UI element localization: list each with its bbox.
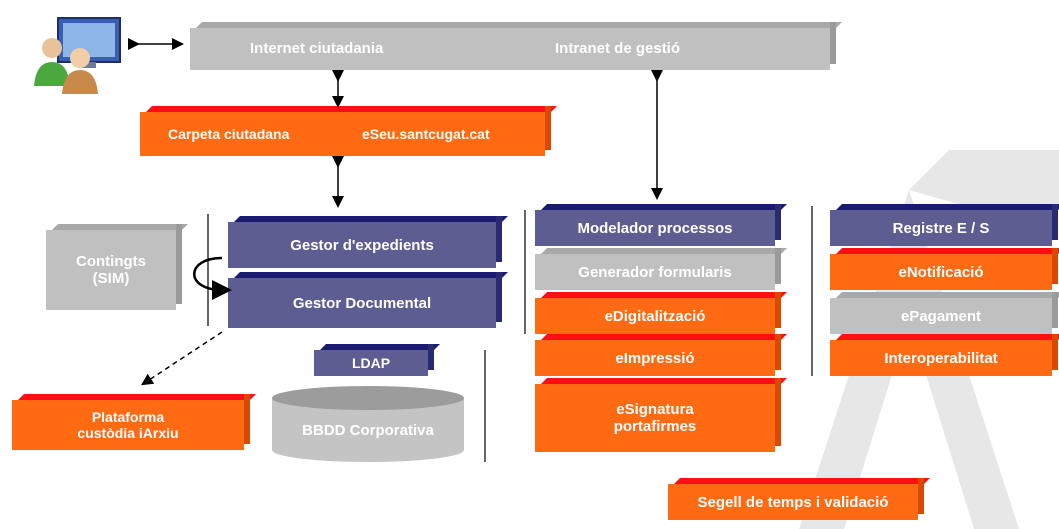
modelador-label: Modelador processos — [577, 219, 733, 237]
gestor-documental-box: Gestor Documental — [228, 272, 508, 328]
generador-formularis-box: Generador formularis — [535, 248, 787, 290]
bbdd-label: BBDD Corporativa — [302, 421, 434, 439]
sim-label: (SIM) — [92, 270, 130, 287]
gestor-expedients-box: Gestor d'expedients — [228, 216, 508, 268]
generador-label: Generador formularis — [578, 263, 732, 281]
carpeta-ciutadana-label: Carpeta ciutadana — [168, 126, 290, 142]
registre-label: Registre E / S — [892, 219, 990, 237]
esignatura-box: eSignatura portafirmes — [535, 378, 787, 452]
ldap-box: LDAP — [314, 344, 440, 376]
eimpressio-box: eImpressió — [535, 334, 787, 376]
interoperabilitat-label: Interoperabilitat — [884, 349, 998, 367]
eimpressio-label: eImpressió — [615, 349, 695, 367]
segell-label: Segell de temps i validació — [697, 493, 889, 511]
modelador-processos-box: Modelador processos — [535, 204, 787, 246]
epagament-box: ePagament — [830, 292, 1059, 334]
ldap-label: LDAP — [351, 355, 391, 371]
bbdd-label-wrap: BBDD Corporativa — [268, 410, 468, 450]
enotificacio-label: eNotificació — [898, 263, 984, 281]
plataforma-custodia-box: Plataforma custòdia iArxiu — [12, 394, 256, 450]
registre-es-box: Registre E / S — [830, 204, 1059, 246]
carpeta-ciutadana-bar: Carpeta ciutadana eSeu.santcugat.cat — [140, 106, 557, 156]
intranet-gestio-label: Intranet de gestió — [555, 40, 681, 57]
bbdd-corporativa-cylinder — [272, 386, 464, 462]
watermark-logo — [799, 150, 1059, 529]
portafirmes-label: portafirmes — [613, 418, 697, 435]
esignatura-label: eSignatura — [616, 401, 694, 418]
gestor-plataforma-arrow — [140, 331, 223, 386]
curved-arrow — [193, 256, 232, 300]
internet-intranet-bar: Internet ciutadania Intranet de gestió — [190, 22, 842, 70]
gestor-expedients-label: Gestor d'expedients — [290, 236, 434, 254]
enotificacio-box: eNotificació — [830, 248, 1059, 290]
segell-temps-box: Segell de temps i validació — [668, 478, 930, 520]
eseu-label: eSeu.santcugat.cat — [362, 126, 490, 142]
plataforma-label: Plataforma — [91, 409, 165, 425]
edigitalitzacio-label: eDigitalització — [604, 307, 706, 325]
custodia-label: custòdia iArxiu — [77, 425, 179, 441]
internet-ciutadania-label: Internet ciutadania — [250, 40, 384, 57]
edigitalitzacio-box: eDigitalització — [535, 292, 787, 334]
interoperabilitat-box: Interoperabilitat — [830, 334, 1059, 376]
continguts-label: Contingts — [76, 253, 146, 270]
gestor-documental-label: Gestor Documental — [292, 294, 432, 312]
continguts-sim-box: Contingts (SIM) — [46, 224, 188, 310]
users-computer-icon — [34, 17, 121, 94]
epagament-label: ePagament — [900, 307, 982, 325]
